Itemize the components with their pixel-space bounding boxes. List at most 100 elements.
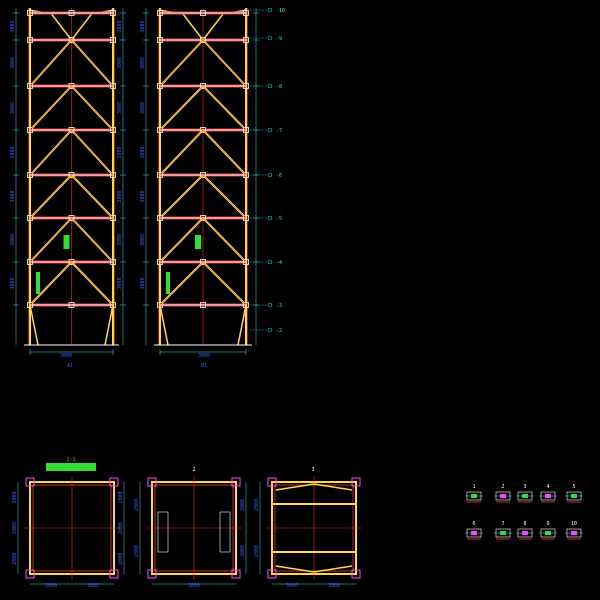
top-diagonal: [50, 13, 73, 41]
joint-node: [157, 10, 163, 16]
level-bubble: [267, 7, 273, 13]
right-dimension-text: 3000: [117, 146, 123, 158]
plan-left-dimension-text: 2000: [134, 499, 140, 511]
joint-node: [200, 259, 206, 265]
chevron-brace-edge: [71, 39, 112, 85]
detail-weld: [571, 494, 577, 498]
corner-column: [231, 569, 241, 579]
joint-node: [157, 172, 163, 178]
right-dimension-text: 3000: [117, 57, 123, 69]
detail-label: 9: [546, 521, 549, 527]
joint-node: [157, 259, 163, 265]
chevron-brace-edge: [31, 261, 72, 304]
chevron-brace-edge: [161, 39, 204, 85]
chevron-brace-edge: [202, 174, 245, 217]
right-dimension-text: 3000: [117, 190, 123, 202]
left-dimension-text: 3000: [140, 277, 146, 289]
plan-2-marker: 2: [192, 467, 195, 473]
base-leg: [159, 304, 169, 346]
joint-node: [157, 127, 163, 133]
plan-brace: [275, 483, 315, 491]
joint-node: [68, 37, 75, 43]
joint-node: [200, 215, 206, 221]
level-bubble: [267, 83, 273, 89]
joint-node: [243, 37, 249, 43]
side-plate: [219, 511, 231, 553]
joint-node: [200, 172, 206, 178]
left-dimension-text: 3000: [10, 20, 16, 32]
joint-node: [243, 172, 249, 178]
chevron-brace-edge: [31, 85, 72, 129]
joint-node: [68, 215, 75, 221]
plan-2-dim-bottom: 3000: [188, 583, 200, 589]
joint-node: [110, 172, 116, 178]
base-leg: [29, 304, 39, 346]
left-dimension-text: 3000: [10, 277, 16, 289]
elevation-a-frame: 3000300030003000300030003000300030003000…: [10, 8, 126, 355]
left-dimension-text: 3000: [140, 57, 146, 69]
joint-node: [68, 83, 75, 89]
joint-node: [68, 10, 75, 16]
detail-weld: [522, 494, 528, 498]
top-diagonal: [202, 13, 224, 41]
base-leg: [237, 304, 247, 346]
corner-column: [351, 477, 361, 487]
chevron-brace-edge: [161, 85, 204, 129]
base-leg: [104, 304, 114, 346]
corner-column: [231, 477, 241, 487]
right-dimension-text: 3000: [117, 102, 123, 114]
plan-brace: [313, 483, 353, 491]
section-tag: [195, 235, 201, 249]
section-tag: [166, 272, 170, 294]
level-mark-text: -3: [276, 303, 282, 309]
left-dimension-text: 3000: [140, 190, 146, 202]
elevation-a: 3000300030003000300030003000300030003000…: [10, 8, 126, 369]
joint-node: [27, 83, 33, 89]
elevation-b: 3000300030003000300030003000-10-9-8-7-6-…: [140, 7, 285, 369]
section-tag: [36, 272, 40, 294]
level-bubble: [267, 327, 273, 333]
chevron-brace-edge: [71, 85, 112, 129]
detail-label: 5: [572, 484, 575, 490]
level-bubble: [267, 35, 273, 41]
detail-weld: [500, 494, 506, 498]
detail-weld: [500, 531, 506, 535]
chevron-brace-edge: [161, 129, 204, 174]
joint-node: [27, 37, 33, 43]
left-dimension-text: 3000: [140, 146, 146, 158]
detail-label: 6: [472, 521, 475, 527]
level-bubble: [267, 172, 273, 178]
plan-right-dimension-text: 2000: [240, 545, 246, 557]
joint-node: [110, 127, 116, 133]
left-dimension-text: 3000: [140, 234, 146, 246]
joint-node: [243, 259, 249, 265]
chevron-brace-edge: [31, 217, 72, 261]
detail-weld: [545, 531, 551, 535]
chevron-brace-edge: [71, 129, 112, 174]
plan-brace: [275, 565, 315, 573]
joint-node: [27, 10, 33, 16]
chevron-brace-edge: [31, 174, 72, 217]
detail-label: 8: [523, 521, 526, 527]
chevron-brace-edge: [161, 217, 204, 261]
corner-column: [25, 477, 35, 487]
level-mark-text: -4: [276, 260, 282, 266]
plan-left-dimension-text: 2000: [254, 545, 260, 557]
level-bubble: [267, 302, 273, 308]
joint-node: [243, 215, 249, 221]
left-dimension-text: 3000: [140, 102, 146, 114]
joint-node: [200, 10, 206, 16]
detail-label: 3: [523, 484, 526, 490]
detail-label: 10: [571, 521, 577, 527]
detail-label: 7: [501, 521, 504, 527]
plan-1-dim-bottom-2: 3000: [87, 583, 99, 589]
corner-column: [109, 477, 119, 487]
plan-1-title: 1-1: [66, 457, 75, 463]
plan-brace: [313, 565, 353, 573]
joint-node: [110, 259, 116, 265]
plan-3-dim-bottom-2: 3000: [328, 583, 340, 589]
level-mark-text: -7: [276, 128, 282, 134]
